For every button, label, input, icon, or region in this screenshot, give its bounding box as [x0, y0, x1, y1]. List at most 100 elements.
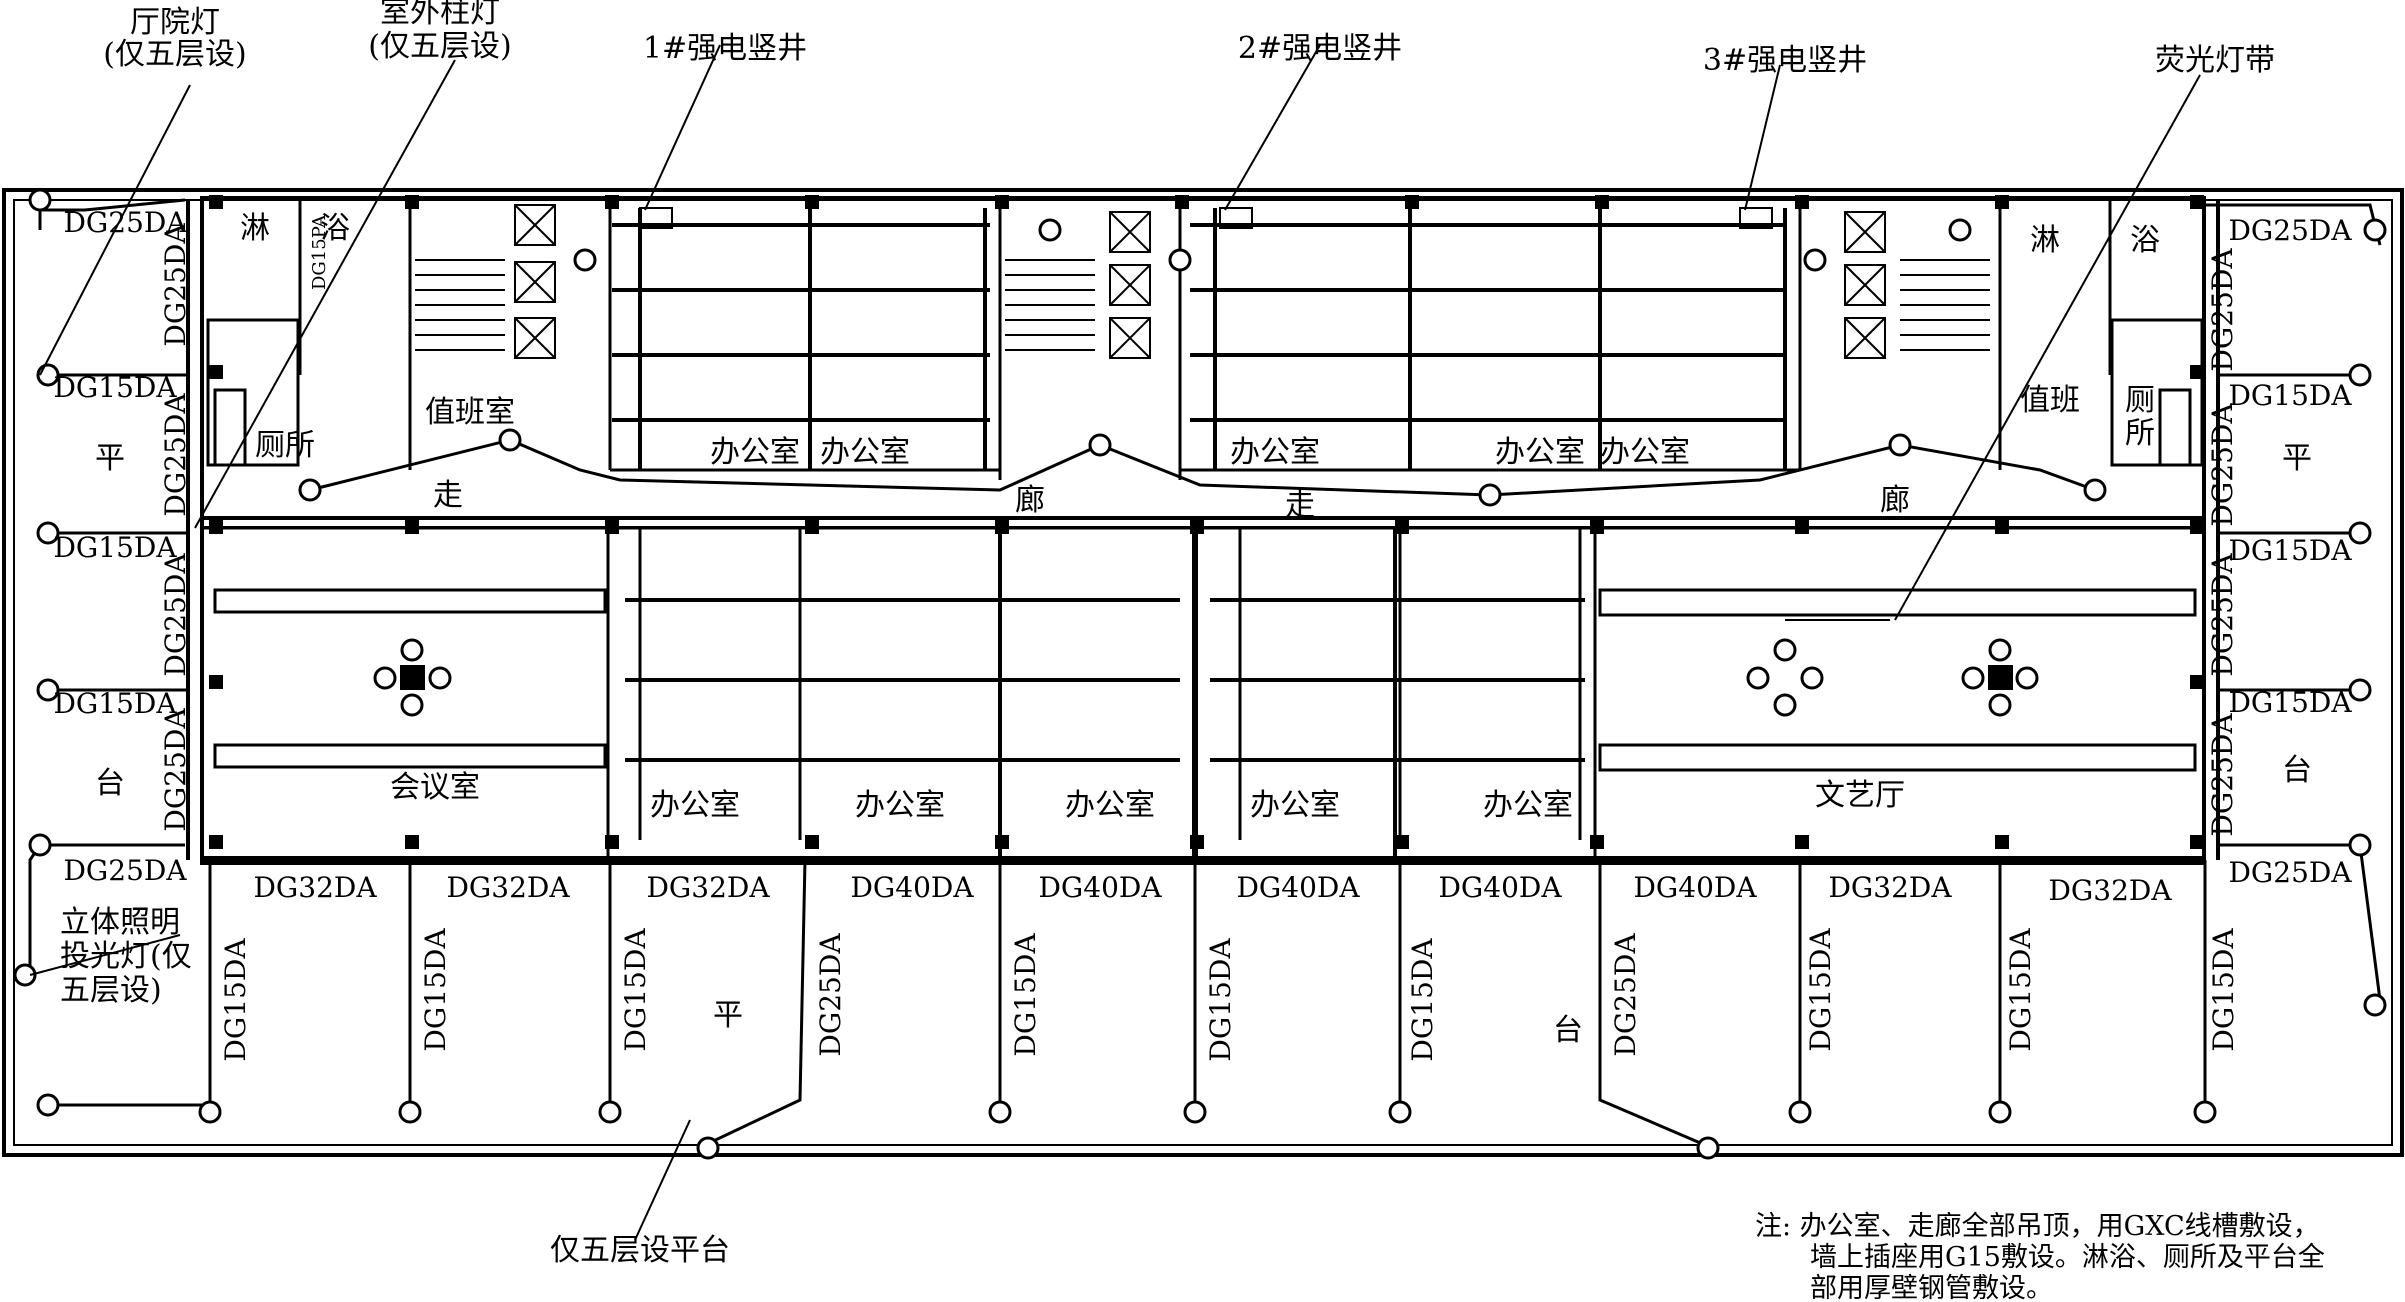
office-bottom-4: 办公室 [1250, 788, 1340, 823]
small-tag-label: DG15PA [309, 214, 330, 290]
cable-run-5: DG40DA [1038, 871, 1162, 904]
cable-run-8: DG40DA [1633, 871, 1757, 904]
callout-labels: 厅院灯 (仅五层设) 室外柱灯 (仅五层设) 1#强电竖井 2#强电竖井 3#强… [60, 0, 2275, 1268]
callout-leaders [29, 44, 2201, 1241]
cable-right-vertical-4: DG25DA [2206, 713, 2239, 837]
toilet-right-2: 所 [2125, 416, 2155, 451]
cable-run-4: DG40DA [850, 871, 974, 904]
shaft2-label: 2#强电竖井 [1238, 31, 1402, 66]
cable-labels: DG25DA DG25DA DG25DA DG25DA DG25DA DG15D… [53, 206, 2352, 1062]
chandelier-fixtures [373, 638, 2039, 717]
shaft1-label: 1#强电竖井 [643, 31, 807, 66]
cable-drop-7: DG15DA [1406, 938, 1439, 1062]
flood-light-label-2: 投光灯(仅 [60, 939, 192, 974]
top-room-walls [206, 198, 2204, 480]
cable-left-top: DG25DA [63, 206, 187, 239]
cable-drop-6: DG15DA [1204, 938, 1237, 1062]
elevator-right [1844, 211, 1886, 359]
flood-light-label-3: 五层设) [60, 973, 162, 1008]
cable-run-1: DG32DA [253, 871, 377, 904]
cable-run-10: DG32DA [2048, 874, 2172, 907]
toilet-right-1: 厕 [2125, 383, 2155, 418]
cable-left-vertical-2: DG25DA [159, 393, 192, 517]
office-top-2: 办公室 [820, 435, 910, 470]
lighting-wiring-top [612, 208, 1787, 470]
stair-right [1900, 259, 1990, 351]
note-line-2: 墙上插座用G15敷设。淋浴、厕所及平台全 [1810, 1242, 2325, 1273]
duty-room-left: 值班室 [425, 395, 515, 430]
cable-drop-9: DG15DA [1804, 928, 1837, 1052]
cable-left-branch-3: DG15DA [53, 687, 177, 720]
cable-drop-10: DG15DA [2004, 928, 2037, 1052]
cable-run-7: DG40DA [1438, 871, 1562, 904]
platform-char-1: 平 [95, 441, 125, 476]
corridor-4: 廊 [1880, 483, 1910, 518]
cable-drop-1: DG15DA [219, 938, 252, 1062]
cable-left-bottom: DG25DA [63, 854, 187, 887]
cable-right-vertical-3: DG25DA [2206, 553, 2239, 677]
yard-light-label-2: (仅五层设) [103, 37, 246, 72]
design-note: 注: 办公室、走廊全部吊顶，用GXC线槽敷设， 墙上插座用G15敷设。淋浴、厕所… [1755, 1211, 2325, 1302]
toilet-left: 厕所 [255, 428, 315, 463]
platform-char-2: 台 [95, 766, 125, 801]
junction-boxes [209, 195, 2204, 849]
column-light-label-2: (仅五层设) [368, 29, 511, 64]
cable-right-branch-2: DG15DA [2228, 534, 2352, 567]
cable-left-vertical-4: DG25DA [159, 708, 192, 832]
cable-right-branch-3: DG15DA [2228, 686, 2352, 719]
fluorescent-strip-label: 荧光灯带 [2155, 43, 2275, 78]
arts-hall: 文艺厅 [1815, 778, 1905, 813]
note-line-1: 注: 办公室、走廊全部吊顶，用GXC线槽敷设， [1755, 1211, 2320, 1242]
elevator-middle [1109, 211, 1151, 359]
flood-light-label-1: 立体照明 [60, 905, 180, 940]
shower-right-2: 浴 [2130, 223, 2160, 258]
platform-char-5: 平 [2282, 441, 2312, 476]
office-bottom-1: 办公室 [650, 788, 740, 823]
corridor-3: 走 [1285, 488, 1315, 523]
shaft3-box [1739, 207, 1773, 229]
office-bottom-3: 办公室 [1065, 788, 1155, 823]
meeting-room: 会议室 [390, 770, 480, 805]
cable-drop-2: DG15DA [419, 928, 452, 1052]
office-top-4: 办公室 [1495, 435, 1585, 470]
cable-right-top: DG25DA [2228, 214, 2352, 247]
platform-char-6: 台 [2282, 753, 2312, 788]
cable-run-3: DG32DA [646, 871, 770, 904]
room-labels: 淋 浴 淋 浴 值班室 值班 厕所 厕 所 办公室 办公室 办公室 办公室 办公… [95, 211, 2312, 1048]
stair-left [415, 259, 505, 351]
platform-char-3: 平 [713, 998, 743, 1033]
lower-room-walls [213, 528, 2197, 860]
cable-run-9: DG32DA [1828, 871, 1952, 904]
cable-run-6: DG40DA [1236, 871, 1360, 904]
office-top-5: 办公室 [1600, 435, 1690, 470]
shower-left-1: 淋 [240, 211, 270, 246]
cable-right-vertical-1: DG25DA [2206, 248, 2239, 372]
cable-drop-4: DG25DA [814, 933, 847, 1057]
platform-char-4: 台 [1553, 1013, 1583, 1048]
cable-drop-11: DG15DA [2207, 928, 2240, 1052]
cable-drop-5: DG15DA [1009, 933, 1042, 1057]
column-light-label-1: 室外柱灯 [380, 0, 500, 30]
platform-wiring [28, 198, 2382, 1147]
cable-left-vertical-1: DG25DA [159, 223, 192, 347]
office-bottom-5: 办公室 [1483, 788, 1573, 823]
shower-left-2: 浴 [320, 211, 350, 246]
stairs-and-elevators [415, 204, 1990, 359]
shaft2-box [1219, 207, 1253, 229]
platform-only-label: 仅五层设平台 [550, 1233, 730, 1268]
yard-light-label-1: 厅院灯 [130, 5, 220, 40]
note-line-3: 部用厚壁钢管敷设。 [1810, 1273, 2053, 1302]
duty-room-right: 值班 [2020, 383, 2080, 418]
cable-right-bottom: DG25DA [2228, 856, 2352, 889]
building-outline [2, 188, 2404, 1157]
cable-run-2: DG32DA [446, 871, 570, 904]
shower-right-1: 淋 [2030, 223, 2060, 258]
cable-right-branch-1: DG15DA [2228, 379, 2352, 412]
cable-drop-8: DG25DA [1609, 933, 1642, 1057]
cable-drop-3: DG15DA [619, 928, 652, 1052]
corridor-2: 廊 [1015, 483, 1045, 518]
office-bottom-2: 办公室 [855, 788, 945, 823]
shaft3-label: 3#强电竖井 [1703, 43, 1867, 78]
office-top-1: 办公室 [710, 435, 800, 470]
